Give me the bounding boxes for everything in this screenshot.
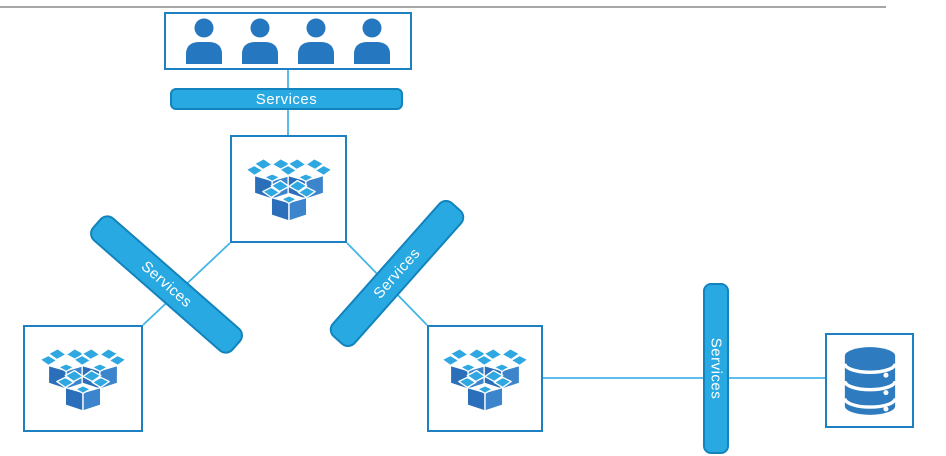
packages-icon bbox=[442, 341, 528, 417]
database-icon bbox=[842, 344, 897, 417]
slide-edge-rule bbox=[0, 6, 886, 8]
user-icon bbox=[186, 18, 222, 64]
services-bar-top: Services bbox=[170, 88, 403, 110]
node-users bbox=[164, 12, 412, 70]
packages-icon bbox=[246, 151, 332, 227]
user-icon bbox=[354, 18, 390, 64]
user-icon bbox=[242, 18, 278, 64]
packages-icon bbox=[40, 341, 126, 417]
node-service-left bbox=[23, 325, 143, 432]
services-bar-vertical: Services bbox=[703, 283, 729, 454]
services-bar-top-label: Services bbox=[255, 90, 318, 108]
node-service-right bbox=[427, 325, 543, 432]
node-service-center bbox=[230, 135, 347, 243]
node-database bbox=[825, 333, 914, 428]
services-bar-vertical-label: Services bbox=[707, 337, 725, 400]
user-icon bbox=[298, 18, 334, 64]
